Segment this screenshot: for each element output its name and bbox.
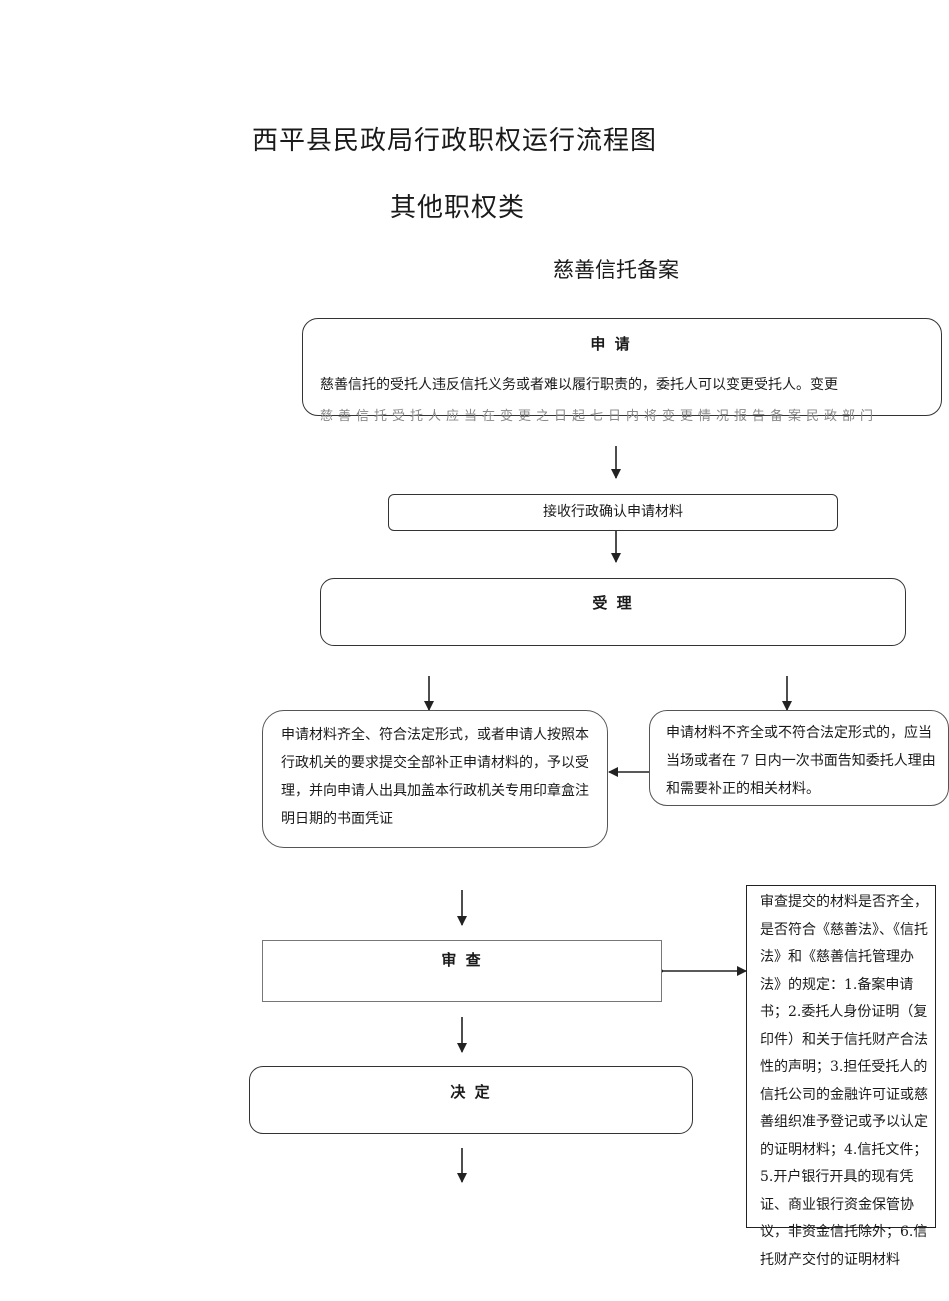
apply-text-cut-line: 慈善信托受托人应当在变更之日起七日内将变更情况报告备案民政部门 [320, 409, 879, 424]
incomplete-text: 申请材料不齐全或不符合法定形式的，应当当场或者在 7 日内一次书面告知委托人理由… [666, 725, 936, 797]
accept-heading: 受 理 [592, 594, 634, 612]
page-subtitle: 其他职权类 [390, 193, 526, 223]
receive-box: 接收行政确认申请材料 [388, 494, 838, 531]
complete-box: 申请材料齐全、符合法定形式，或者申请人按照本行政机关的要求提交全部补正申请材料的… [262, 710, 608, 848]
receive-label: 接收行政确认申请材料 [543, 504, 683, 520]
apply-heading: 申 请 [590, 335, 632, 353]
flow-connectors [424, 446, 792, 1183]
complete-text: 申请材料齐全、符合法定形式，或者申请人按照本行政机关的要求提交全部补正申请材料的… [281, 727, 589, 827]
flow-title: 慈善信托备案 [553, 258, 679, 282]
decision-heading: 决 定 [450, 1083, 492, 1101]
incomplete-box: 申请材料不齐全或不符合法定形式的，应当当场或者在 7 日内一次书面告知委托人理由… [649, 710, 949, 806]
apply-box: 申 请 慈善信托的受托人违反信托义务或者难以履行职责的，委托人可以变更受托人。变… [302, 318, 942, 424]
apply-text: 慈善信托的受托人违反信托义务或者难以履行职责的，委托人可以变更受托人。变更 [320, 377, 838, 393]
accept-box: 受 理 [320, 578, 906, 646]
page-title: 西平县民政局行政职权运行流程图 [252, 126, 658, 156]
review-criteria-text: 审查提交的材料是否齐全，是否符合《慈善法》、《信托法》和《慈善信托管理办法》的规… [760, 894, 928, 1268]
decision-box: 决 定 [249, 1066, 693, 1134]
review-box: 审 查 [262, 940, 662, 1002]
review-criteria-box: 审查提交的材料是否齐全，是否符合《慈善法》、《信托法》和《慈善信托管理办法》的规… [746, 885, 936, 1268]
review-heading: 审 查 [441, 951, 483, 969]
